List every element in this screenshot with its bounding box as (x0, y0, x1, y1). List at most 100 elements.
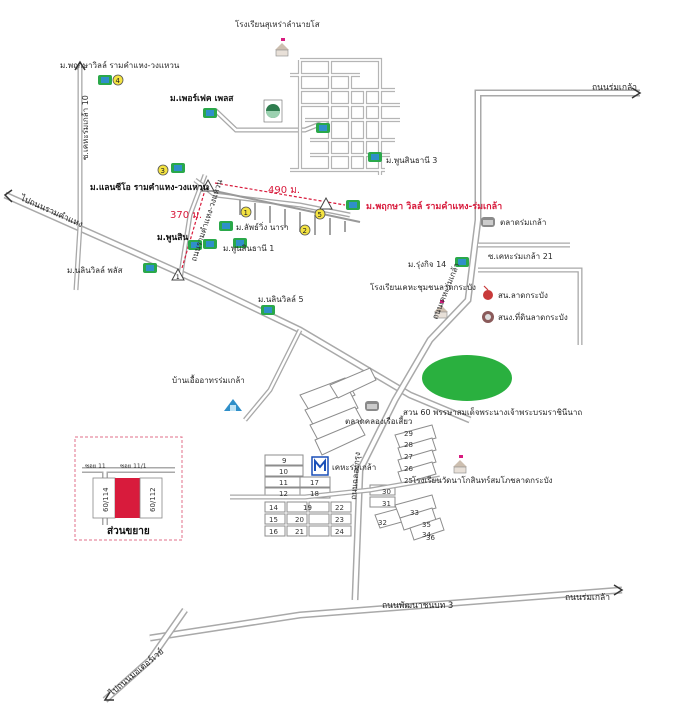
lot-label: 12 (279, 490, 288, 498)
lot-label: 16 (269, 528, 278, 536)
lot-label: 24 (335, 528, 344, 536)
label-road-phatthana: ถนนพัฒนาชนบท 3 (382, 601, 453, 611)
school-icons (275, 38, 467, 474)
label-pruksa-ville: ม.พฤกษาวิลล์ รามคำแหง-วงแหวน (60, 60, 180, 70)
soi-grid-top (290, 57, 400, 175)
inset-zoom: ซอย 11 ซอย 11/1 60/114 60/112 ส่วนขยาย (74, 436, 183, 541)
market-icon (365, 401, 379, 411)
lot-label: 18 (310, 490, 319, 498)
label-nanwill-5: ม.นลินวิลล์ 5 (258, 294, 304, 304)
junction-markers: 3 1 (171, 178, 333, 281)
marker-2: 2 (299, 224, 311, 236)
lot-label: 32 (378, 519, 387, 527)
label-phoonsin: ม.พูนสิน (157, 232, 188, 243)
svg-text:1: 1 (176, 274, 180, 281)
soi-ladder-490 (209, 189, 361, 235)
school-icon (434, 300, 448, 319)
road-phatthana (149, 586, 623, 642)
lot-label: 30 (382, 488, 391, 496)
arrow-icons (3, 60, 642, 701)
label-phoonsin-3: ม.พูนสินธานี 3 (386, 156, 437, 166)
lot-label: 33 (410, 509, 419, 517)
svg-text:4: 4 (116, 77, 121, 85)
distance-490-label: 490 ม. (268, 185, 300, 196)
lot-label: 27 (404, 453, 413, 461)
lot-label: 25 (404, 477, 413, 485)
inset-lot-right: 60/112 (149, 487, 157, 512)
lot-label: 36 (426, 534, 435, 542)
svg-text:5: 5 (318, 211, 322, 219)
lot-label: 11 (279, 479, 288, 487)
distance-490: 490 ม. (214, 182, 346, 206)
road-ramkhamhaeng (3, 191, 472, 424)
market-icon (481, 217, 495, 227)
target-lot (115, 478, 140, 518)
land-office-icon (482, 311, 494, 323)
road-chalong (243, 328, 303, 422)
house-icon (171, 163, 185, 173)
label-phrueksa-sub: ม.พฤกษา วิลล์ รามคำแหง-ร่มเกล้า (366, 200, 502, 212)
house-icon (203, 108, 217, 118)
label-road-ramkhamhaeng: ไปถนนรามคำแหง (18, 192, 85, 230)
label-gift-house: บ้านเอื้ออาทรร่มเกล้า (172, 374, 245, 385)
distance-370: 370 ม. (170, 189, 206, 269)
mosque-icon (263, 99, 283, 123)
lot-label: 19 (303, 504, 312, 512)
lot-numbers: 9 10 11 12 13 14 15 16 17 18 19 20 21 22… (269, 430, 435, 542)
road-romklao (351, 89, 640, 601)
lot-label: 35 (422, 521, 431, 529)
lot-label: 20 (295, 516, 304, 524)
svg-text:2: 2 (303, 227, 307, 235)
lot-label: 9 (282, 457, 286, 465)
marker-1: 1 (240, 206, 252, 218)
lot-label: 26 (404, 465, 413, 473)
label-lansirio: ม.แลนซีโอ รามคำแหง-วงแหวน (90, 182, 209, 193)
lot-label: 15 (269, 516, 278, 524)
label-road-motorway: ไปถนนมอเตอร์เวย์ (106, 646, 166, 699)
label-perfect-place: ม.เพอร์เฟค เพลส (170, 93, 234, 104)
house-icon (316, 123, 330, 133)
keha-logo-icon (311, 456, 329, 476)
house-icon (261, 305, 275, 315)
svg-text:1: 1 (244, 209, 248, 217)
label-keha-rom: เคหะร่มเกล้า (332, 463, 376, 472)
lot-label: 21 (295, 528, 304, 536)
house-icons (98, 75, 469, 315)
lot-label: 29 (404, 430, 413, 438)
lot-label: 22 (335, 504, 344, 512)
label-phoonsin-1: ม.พูนสินธานี 1 (223, 244, 274, 254)
label-road-romklao-bottom: ถนนร่มเกล้า (565, 592, 610, 603)
marker-5: 5 (314, 208, 326, 220)
label-road-soi10: ซ.เคหะร่มเกล้า 10 (81, 95, 90, 160)
road-soi-vertical-left (73, 65, 83, 291)
label-market-khehathai: ตลาดคลองเรือเสี้ยว (345, 415, 412, 426)
house-icon (233, 238, 247, 248)
house-icon (219, 221, 233, 231)
house-icon (346, 200, 360, 210)
label-rungkit: ม.รุ่งกิจ 14 (408, 260, 446, 269)
label-lalisa: ม.ลัพธ์วิ่ง นารา (236, 221, 289, 232)
label-school-top: โรงเรียนสุเหร่าลำนายโส (235, 19, 320, 29)
school-icon (453, 455, 467, 474)
label-soi21: ซ.เคหะร่มเกล้า 21 (488, 252, 553, 261)
label-post: สน.ลาดกระบัง (498, 291, 548, 300)
marker-3: 3 (157, 164, 169, 176)
house-icon (455, 257, 469, 267)
place-labels: โรงเรียนสุเหร่าลำนายโส ม.พฤกษาวิลล์ รามค… (60, 19, 582, 485)
lot-label: 17 (310, 479, 319, 487)
inset-soi11-1: ซอย 11/1 (120, 463, 147, 470)
road-wongwaen-soi (177, 174, 208, 281)
house-icon (188, 240, 202, 250)
label-school-khum: โรงเรียนเคหะชุมชนลาดกระบัง (370, 282, 476, 292)
road-labels: ไปถนนรามคำแหง ถนนร่มเกล้า ถนนร่มเกล้า ถน… (18, 82, 637, 699)
school-icon (275, 38, 289, 57)
house-icon (143, 263, 157, 273)
label-park60: สวน 60 พรรษาสมเด็จพระนางเจ้าพระบรมราชินี… (403, 407, 582, 417)
label-road-romklao-top: ถนนร่มเกล้า (592, 82, 637, 93)
road-right-grid (478, 267, 583, 345)
inset-lot-left: 60/114 (102, 487, 110, 512)
house-icon (368, 152, 382, 162)
numbered-markers: 1 2 3 4 5 (112, 74, 326, 236)
label-school-nong: โรงเรียนวัดนาโกสินทร์สมโภชลาดกระบัง (412, 475, 553, 485)
